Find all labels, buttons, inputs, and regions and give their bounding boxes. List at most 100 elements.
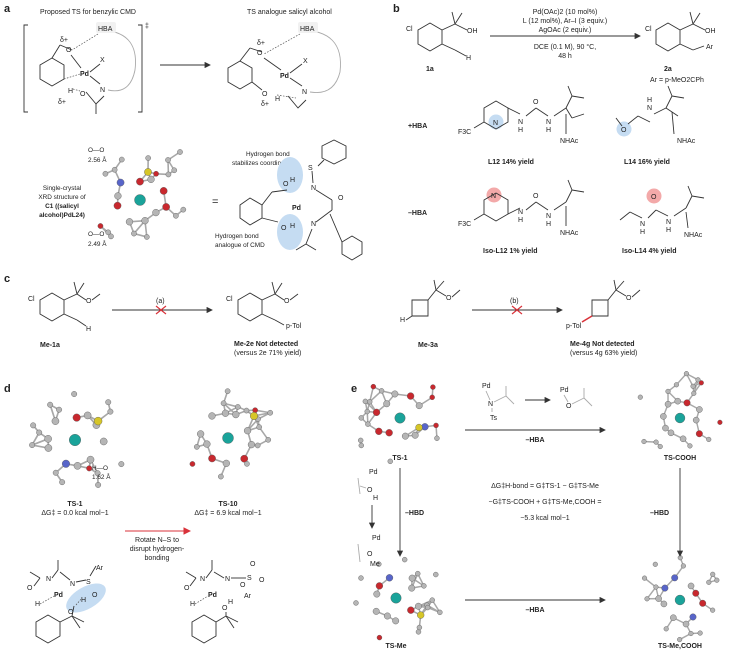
model-atom	[714, 577, 720, 583]
model-atom	[358, 415, 364, 421]
svg-text:δ+: δ+	[257, 40, 265, 47]
model-atom	[390, 592, 402, 604]
b-solvent-2: 48 h	[558, 53, 572, 60]
svg-text:Pd: Pd	[560, 387, 569, 394]
svg-text:H: H	[68, 88, 73, 95]
model-atom	[367, 399, 373, 405]
ar-definition: Ar = p-MeO2CPh	[650, 77, 704, 84]
model-atom	[136, 177, 144, 186]
panel-d: H—O 1.62 Å TS-1 ΔG‡ = 0.0 kcal mol−1 TS-…	[27, 388, 274, 644]
e-ts1-model	[358, 383, 440, 465]
model-atom	[695, 377, 701, 383]
model-atom	[407, 606, 415, 614]
model-atom	[218, 473, 224, 480]
model-atom	[256, 424, 262, 430]
d-pd-bottom-left: Pd	[54, 592, 63, 599]
svg-text:Me: Me	[370, 561, 380, 568]
model-atom	[660, 600, 668, 608]
model-atom	[406, 392, 415, 400]
model-atom	[394, 412, 406, 424]
model-atom	[73, 462, 82, 470]
svg-text:NHAc: NHAc	[684, 232, 703, 239]
model-atom	[99, 437, 108, 446]
svg-text:N: N	[200, 576, 205, 583]
sm-1a: Cl OH H 1a	[406, 11, 478, 73]
model-atom	[375, 427, 383, 435]
svg-text:N: N	[311, 185, 316, 192]
model-atom	[105, 399, 112, 406]
model-atom	[224, 388, 231, 394]
model-atom	[421, 583, 427, 589]
model-atom	[641, 438, 647, 445]
svg-text:NHAc: NHAc	[560, 138, 579, 145]
model-atom	[383, 400, 391, 408]
e-tsme-model	[353, 556, 443, 641]
svg-text:N: N	[647, 105, 652, 112]
model-atom	[378, 388, 385, 394]
salicyl-analogue-structure: O δ+ Pd O H δ+ X N HBA	[227, 22, 341, 109]
model-atom	[689, 613, 697, 621]
model-atom	[118, 156, 125, 163]
model-atom	[144, 168, 152, 176]
model-atom	[232, 410, 240, 419]
model-atom	[144, 234, 150, 240]
model-atom	[710, 571, 716, 577]
panel-e: TS-1 TS-COOH TS-Me TS-Me,COOH –HBA –HBA …	[353, 371, 723, 650]
b-cond-3: AgOAc (2 equiv.)	[539, 27, 592, 34]
model-atom	[113, 201, 122, 210]
model-atom	[664, 400, 672, 408]
model-atom	[408, 574, 416, 582]
svg-text:O: O	[27, 585, 33, 592]
svg-text:N: N	[488, 401, 493, 408]
svg-text:S: S	[247, 575, 252, 582]
ho-distance: 1.62 Å	[92, 472, 111, 481]
model-atom	[197, 430, 205, 438]
ts1-energy: ΔG‡ = 0.0 kcal mol−1	[41, 510, 108, 517]
svg-text:N: N	[70, 581, 75, 588]
svg-text:H: H	[228, 599, 233, 606]
hb-top-l1: Hydrogen bond	[246, 151, 290, 158]
svg-text:N: N	[493, 120, 498, 127]
svg-text:H: H	[400, 317, 405, 324]
l14-yield: L14 16% yield	[624, 159, 670, 166]
xrd-ball-and-stick-model	[97, 149, 187, 240]
model-atom	[697, 630, 703, 636]
model-atom	[411, 431, 419, 439]
svg-text:H: H	[640, 229, 645, 236]
model-atom	[696, 406, 703, 413]
model-atom	[434, 435, 440, 441]
svg-text:H: H	[518, 127, 523, 134]
model-atom	[385, 429, 393, 437]
hb-top-l2: stabilizes coordination	[232, 160, 295, 167]
model-atom	[692, 589, 700, 597]
ligand-l12: N F3C NH O NH NHAc L12 14% yield	[458, 85, 585, 166]
model-atom	[177, 149, 183, 155]
model-atom	[657, 443, 663, 450]
model-atom	[141, 217, 149, 225]
model-atom	[147, 175, 155, 183]
model-atom	[644, 596, 650, 602]
e-left-minus-hbd: –HBD	[405, 510, 424, 517]
svg-text:alcohol)PdL24): alcohol)PdL24)	[39, 212, 85, 219]
model-atom	[107, 408, 114, 415]
model-atom	[235, 404, 241, 410]
model-atom	[208, 454, 216, 463]
svg-text:Ar: Ar	[96, 565, 104, 572]
panel-label-d: d	[4, 383, 11, 395]
svg-text:O: O	[86, 298, 92, 305]
svg-text:H: H	[373, 495, 378, 502]
model-atom	[687, 443, 693, 449]
ts-bracket-right	[138, 24, 143, 113]
model-atom	[254, 442, 261, 449]
svg-text:O: O	[262, 91, 268, 98]
model-atom	[665, 388, 671, 394]
svg-text:N: N	[640, 221, 645, 228]
svg-text:F3C: F3C	[458, 129, 471, 136]
model-atom	[203, 440, 211, 448]
e-tscooh-model	[637, 371, 723, 450]
model-atom	[670, 614, 677, 621]
svg-text:O: O	[566, 403, 572, 410]
svg-text:H: H	[35, 601, 40, 608]
model-atom	[83, 411, 92, 420]
model-atom	[667, 429, 675, 437]
